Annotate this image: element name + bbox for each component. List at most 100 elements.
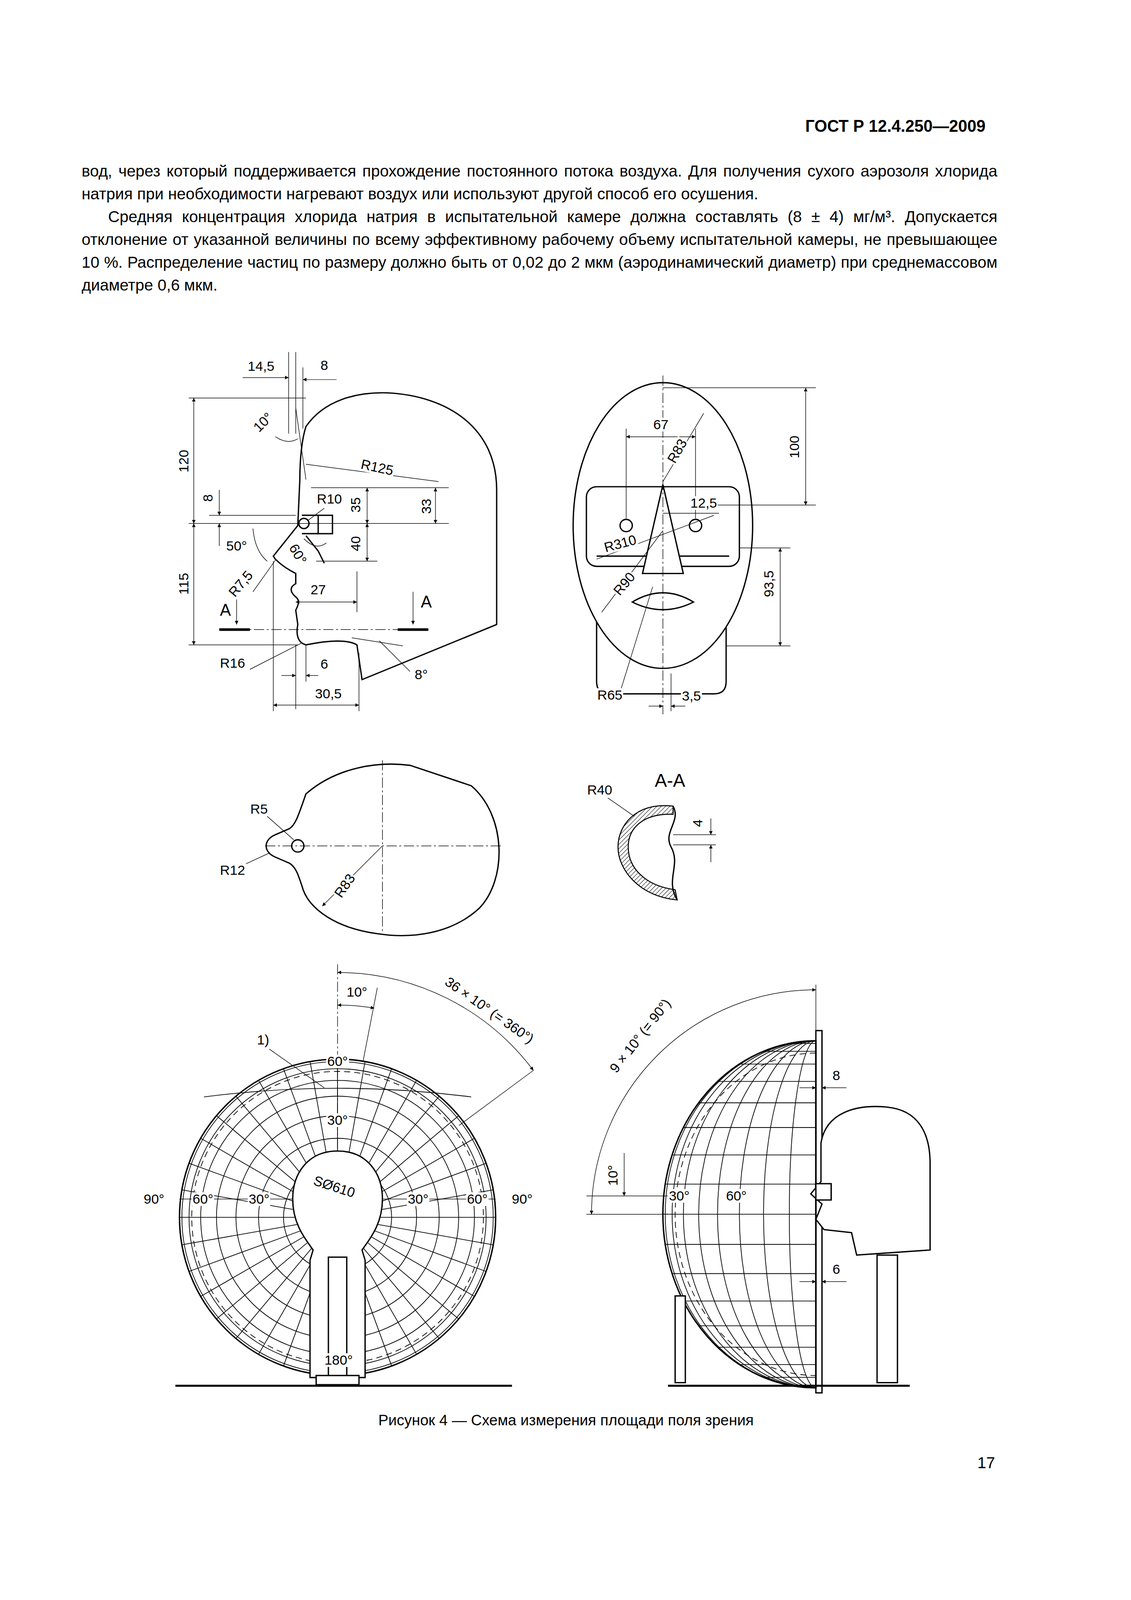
drawing-line xyxy=(591,989,816,1215)
drawing-line xyxy=(253,560,276,592)
dimension-label: R5 xyxy=(249,802,269,816)
drawing-line xyxy=(219,628,250,632)
drawing-line xyxy=(663,387,816,389)
drawing-line xyxy=(193,523,194,645)
body-paragraph: вод, через который поддерживается прохож… xyxy=(81,159,998,206)
side-head-drawing xyxy=(188,352,497,712)
drawing-line xyxy=(242,852,270,866)
drawing-line xyxy=(672,1273,816,1275)
dimension-label: 60° xyxy=(191,1192,214,1206)
drawing-line xyxy=(665,1244,816,1246)
drawing-line xyxy=(876,1255,898,1383)
drawing-line xyxy=(249,642,302,670)
drawing-line xyxy=(586,1195,669,1196)
dimension-label: 12,5 xyxy=(689,496,718,510)
drawing-line xyxy=(672,1154,816,1156)
drawing-line xyxy=(208,514,296,516)
dimension-label: 60° xyxy=(466,1192,489,1206)
drawing-line xyxy=(295,644,296,710)
drawing-line xyxy=(358,1234,459,1319)
drawing-line xyxy=(815,1183,832,1200)
drawing-line xyxy=(710,844,711,862)
drawing-line xyxy=(305,644,307,682)
drawing-line xyxy=(815,984,816,1031)
drawing-line xyxy=(698,1325,816,1327)
dimension-label: 8 xyxy=(319,358,330,373)
dimension-label: 10° xyxy=(345,985,369,999)
dimension-label: 93,5 xyxy=(762,569,776,598)
dimension-label: 30° xyxy=(406,1192,430,1206)
dimension-label: 120 xyxy=(176,448,191,474)
dimension-label: A-A xyxy=(653,771,687,790)
dimension-label: 10° xyxy=(250,409,276,436)
drawing-line xyxy=(358,653,360,712)
drawing-line xyxy=(316,560,378,562)
drawing-line xyxy=(717,1080,816,1082)
drawing-line xyxy=(663,513,720,514)
dimension-label: 60° xyxy=(326,1054,349,1069)
drawing-line xyxy=(435,487,436,524)
dimension-label: 30° xyxy=(326,1113,349,1127)
drawing-line xyxy=(219,629,429,630)
dimension-label: 90° xyxy=(510,1192,534,1206)
drawing-line xyxy=(292,1151,383,1378)
drawing-line xyxy=(458,1070,534,1126)
drawing-line xyxy=(318,515,333,534)
drawing-line xyxy=(316,1375,359,1385)
drawing-line xyxy=(779,547,781,646)
drawing-line xyxy=(689,519,702,532)
dimension-label: 180° xyxy=(323,1353,354,1367)
drawing-line xyxy=(253,528,268,562)
dimension-label: 33 xyxy=(419,497,434,515)
drawing-line xyxy=(267,816,294,840)
dimension-label: 67 xyxy=(652,417,670,432)
drawing-line xyxy=(366,487,368,524)
dimension-label: 30° xyxy=(668,1188,691,1203)
drawing-line xyxy=(626,436,696,437)
drawing-line xyxy=(281,674,296,676)
drawing-line xyxy=(355,1238,440,1339)
drawing-line xyxy=(739,547,791,549)
drawing-line xyxy=(364,1216,496,1218)
dimension-label: 40 xyxy=(348,535,363,553)
drawing-line xyxy=(739,1063,816,1065)
dimension-label: 100 xyxy=(787,434,802,460)
drawing-line xyxy=(363,987,378,1062)
drawing-line xyxy=(181,1189,311,1213)
drawing-line xyxy=(763,1376,816,1378)
top-section-drawing xyxy=(242,760,502,936)
perimeter-sphere-side xyxy=(586,984,931,1393)
running-header: ГОСТ Р 12.4.250—2009 xyxy=(804,118,987,135)
drawing-line xyxy=(810,1106,931,1256)
drawing-line xyxy=(698,1102,816,1104)
dimension-label: 9 × 10° (= 90°) xyxy=(607,995,675,1076)
drawing-line xyxy=(288,352,289,434)
drawing-line xyxy=(763,1050,816,1052)
drawing-line xyxy=(739,1364,816,1365)
dimension-label: A xyxy=(420,593,433,611)
perimeter-sphere-front xyxy=(175,964,534,1386)
dimension-label: R10 xyxy=(316,492,343,506)
drawing-line xyxy=(799,1087,816,1088)
drawing-line xyxy=(674,1295,685,1383)
dimension-label: 36 × 10° (= 360°) xyxy=(441,974,537,1047)
dimension-label: 8° xyxy=(413,667,429,682)
body-paragraph: Средняя концентрация хлорида натрия в ис… xyxy=(81,205,998,297)
drawing-line xyxy=(821,1281,847,1282)
drawing-line xyxy=(617,805,678,900)
drawing-line xyxy=(623,1152,625,1196)
drawing-line xyxy=(295,408,307,480)
drawing-line xyxy=(805,387,806,505)
drawing-line xyxy=(364,1189,493,1213)
drawing-line xyxy=(188,523,449,524)
drawing-line xyxy=(674,1053,816,1376)
drawing-line xyxy=(361,1230,475,1297)
drawing-line xyxy=(625,428,627,519)
drawing-line xyxy=(663,1214,816,1215)
section-a-a-drawing xyxy=(607,798,716,901)
dimension-label: 14,5 xyxy=(246,359,275,374)
drawing-line xyxy=(821,1087,847,1088)
drawing-line xyxy=(200,1230,314,1297)
dimension-label: 6 xyxy=(319,657,330,671)
dimension-label: 4 xyxy=(690,818,705,829)
